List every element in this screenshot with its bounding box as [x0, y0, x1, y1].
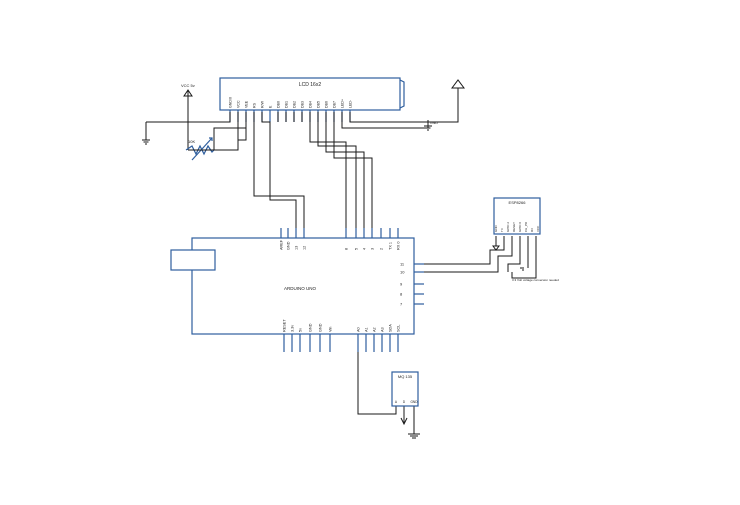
arduino-top-pin-label: 3 — [371, 248, 375, 250]
sensor-body — [391, 371, 419, 407]
lcd-pin-label: LED- — [349, 99, 353, 108]
ground-symbol-left — [142, 122, 150, 145]
arduino-right-pin-label: 7 — [400, 302, 403, 307]
arduino-body — [191, 237, 415, 335]
arduino-bottom-pin-label: GND — [319, 323, 323, 332]
esp-pin-label: GPIO 2 — [506, 222, 510, 232]
esp-ground-arrow-icon — [492, 245, 500, 251]
lcd-module: LCD 16x2 GND/0 VCC VEE RS R/W E DB0 DB1 DB2 DB3 DB… — [219, 77, 405, 122]
arduino-bottom-pin-label: RESET — [283, 319, 287, 332]
lcd-title: LCD 16x2 — [299, 82, 321, 88]
vcc-label: VCC 5v — [181, 83, 195, 88]
lcd-pin-label: E — [269, 105, 273, 108]
arduino-top-pin-label: 8 — [345, 248, 349, 250]
esp-note: 3.3 Vdc voltage conversion needed — [512, 278, 559, 282]
arduino-top-pin-label: TX 1 — [389, 242, 393, 250]
arduino-top-pin-label: AREF — [280, 239, 284, 250]
arduino-title: ARDUINO UNO — [284, 286, 317, 291]
lcd-pin-label: GND/0 — [229, 97, 233, 108]
lcd-pin-label: LED+ — [341, 99, 345, 108]
lcd-pin-label: DB1 — [285, 101, 289, 108]
lcd-pin-label: DB7 — [333, 101, 337, 108]
arduino-top-pin-label: 12 — [303, 246, 307, 250]
sensor-title: MQ 135 — [398, 374, 413, 379]
esp-pin-label: GPIO 0 — [518, 222, 522, 232]
arduino-bottom-pin-label: SCL — [397, 325, 401, 332]
arduino-bottom-pin-label: Vin — [329, 327, 333, 332]
arduino-bottom-pin-label: A0 — [357, 327, 361, 332]
arduino-right-pin-label: 10 — [400, 270, 405, 275]
arduino-top-pin-label: 13 — [295, 246, 299, 250]
esp-pin-label: RX — [530, 228, 534, 232]
sensor-wiring — [357, 352, 420, 439]
arduino-right-pin-label: 9 — [400, 282, 403, 287]
lcd-pin-label: DB3 — [301, 101, 305, 108]
lcd-pin-label: VCC — [237, 100, 241, 108]
lcd-body — [219, 77, 401, 111]
lcd-pin-label: DB6 — [325, 101, 329, 108]
sensor-pin-label: GND — [410, 400, 418, 404]
sensor-pin-label: D — [403, 400, 406, 404]
arduino-top-pin-label: GND — [287, 241, 291, 250]
lcd-pin-label: RS — [253, 102, 257, 108]
pot-wiper-arrow-icon — [191, 137, 213, 161]
esp-pin-label: GND — [494, 225, 498, 233]
lcd-pin-label: VEE — [245, 100, 249, 108]
arduino-right-pin-label: 8 — [400, 292, 403, 297]
lcd-pin-label: DB2 — [293, 101, 297, 108]
arduino-top-pin-label: 5 — [355, 248, 359, 250]
arduino-bottom-pin-label: 5v — [299, 328, 303, 332]
usb-connector — [170, 249, 216, 271]
lcd-pin-label: DB0 — [277, 101, 281, 108]
arduino-top-pin-label: 4 — [363, 248, 367, 250]
esp-title: ESP8266 — [509, 200, 527, 205]
arduino-bottom-pin-label: A1 — [365, 327, 369, 332]
esp-pin-label: CH_PD — [524, 221, 528, 232]
lcd-pin-label: DB4 — [309, 101, 313, 108]
gnd-label: GND — [430, 121, 438, 125]
esp-body — [493, 197, 541, 235]
lcd-edge — [399, 79, 405, 109]
vcc-triangle-icon — [451, 79, 465, 89]
esp-pin-label: VCC — [536, 225, 540, 232]
arduino-bottom-pin-label: 3.3v — [291, 325, 295, 332]
potentiometer: 10K — [185, 137, 215, 161]
arduino-bottom-pin-label: A3 — [381, 327, 385, 332]
lcd-pin-label: R/W — [261, 100, 265, 108]
esp-wiring: 3.3 Vdc voltage conversion needed — [414, 236, 559, 282]
arduino-bottom-pin-label: GND — [309, 323, 313, 332]
arduino-bottom-pin-label: A2 — [373, 327, 377, 332]
arduino-bottom-pin-label: SDA — [389, 324, 393, 332]
arduino-top-pin-label: RX 0 — [397, 242, 401, 250]
vcc-symbol: VCC 5v — [181, 83, 195, 150]
ground-symbol-lcd: GND — [424, 120, 438, 131]
mq135-sensor: MQ 135 A D GND — [391, 371, 419, 407]
arduino-right-pin-label: 11 — [400, 262, 405, 267]
sensor-pin-label: A — [395, 400, 398, 404]
esp-pin-label: TX — [500, 228, 504, 232]
esp-pin-label: RESET — [512, 222, 516, 232]
lcd-pin-label: DB5 — [317, 101, 321, 108]
pot-label: 10K — [188, 139, 195, 144]
arduino-top-pin-label: 2 — [380, 248, 384, 250]
vcc-arrow-icon — [183, 89, 193, 97]
